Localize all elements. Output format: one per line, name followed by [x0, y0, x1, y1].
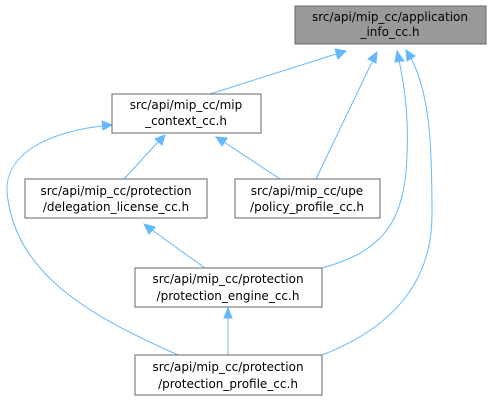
node-policy-profile[interactable]: src/api/mip_cc/upe /policy_profile_cc.h: [234, 178, 381, 219]
edge-protection-engine-to-application-info: [321, 49, 408, 269]
edges: [6, 48, 433, 356]
edge-policy-profile-to-context: [215, 136, 281, 180]
node-protection-engine-line2: /protection_engine_cc.h: [157, 289, 300, 303]
node-application-info-line2: _info_cc.h: [359, 25, 419, 39]
edge-protection-engine-to-delegation-license: [143, 223, 206, 269]
node-application-info[interactable]: src/api/mip_cc/application _info_cc.h: [294, 5, 487, 45]
edge-context-to-application-info: [209, 48, 348, 95]
edge-protection-profile-to-context: [6, 120, 179, 356]
node-protection-profile-line2: /protection_profile_cc.h: [158, 377, 298, 391]
node-policy-profile-line2: /policy_profile_cc.h: [250, 200, 364, 214]
node-delegation-license[interactable]: src/api/mip_cc/protection /delegation_li…: [24, 178, 208, 219]
nodes: src/api/mip_cc/application _info_cc.h sr…: [24, 5, 487, 396]
node-mip-context[interactable]: src/api/mip_cc/mip _context_cc.h: [111, 93, 262, 134]
edge-delegation-license-to-context: [123, 134, 166, 180]
node-delegation-license-line2: /delegation_license_cc.h: [43, 200, 189, 214]
node-application-info-line1: src/api/mip_cc/application: [312, 10, 468, 24]
node-delegation-license-line1: src/api/mip_cc/protection: [40, 184, 191, 198]
node-protection-engine[interactable]: src/api/mip_cc/protection /protection_en…: [134, 267, 323, 308]
node-protection-profile[interactable]: src/api/mip_cc/protection /protection_pr…: [134, 354, 323, 396]
node-protection-profile-line1: src/api/mip_cc/protection: [152, 360, 303, 374]
edge-protection-profile-to-application-info: [321, 49, 433, 356]
edge-policy-profile-to-application-info: [315, 50, 378, 180]
node-protection-engine-line1: src/api/mip_cc/protection: [152, 272, 303, 286]
node-policy-profile-line1: src/api/mip_cc/upe: [251, 184, 363, 198]
node-mip-context-line2: _context_cc.h: [144, 114, 227, 128]
edge-protection-profile-to-protection-engine: [223, 306, 233, 355]
node-mip-context-line1: src/api/mip_cc/mip: [130, 98, 242, 112]
